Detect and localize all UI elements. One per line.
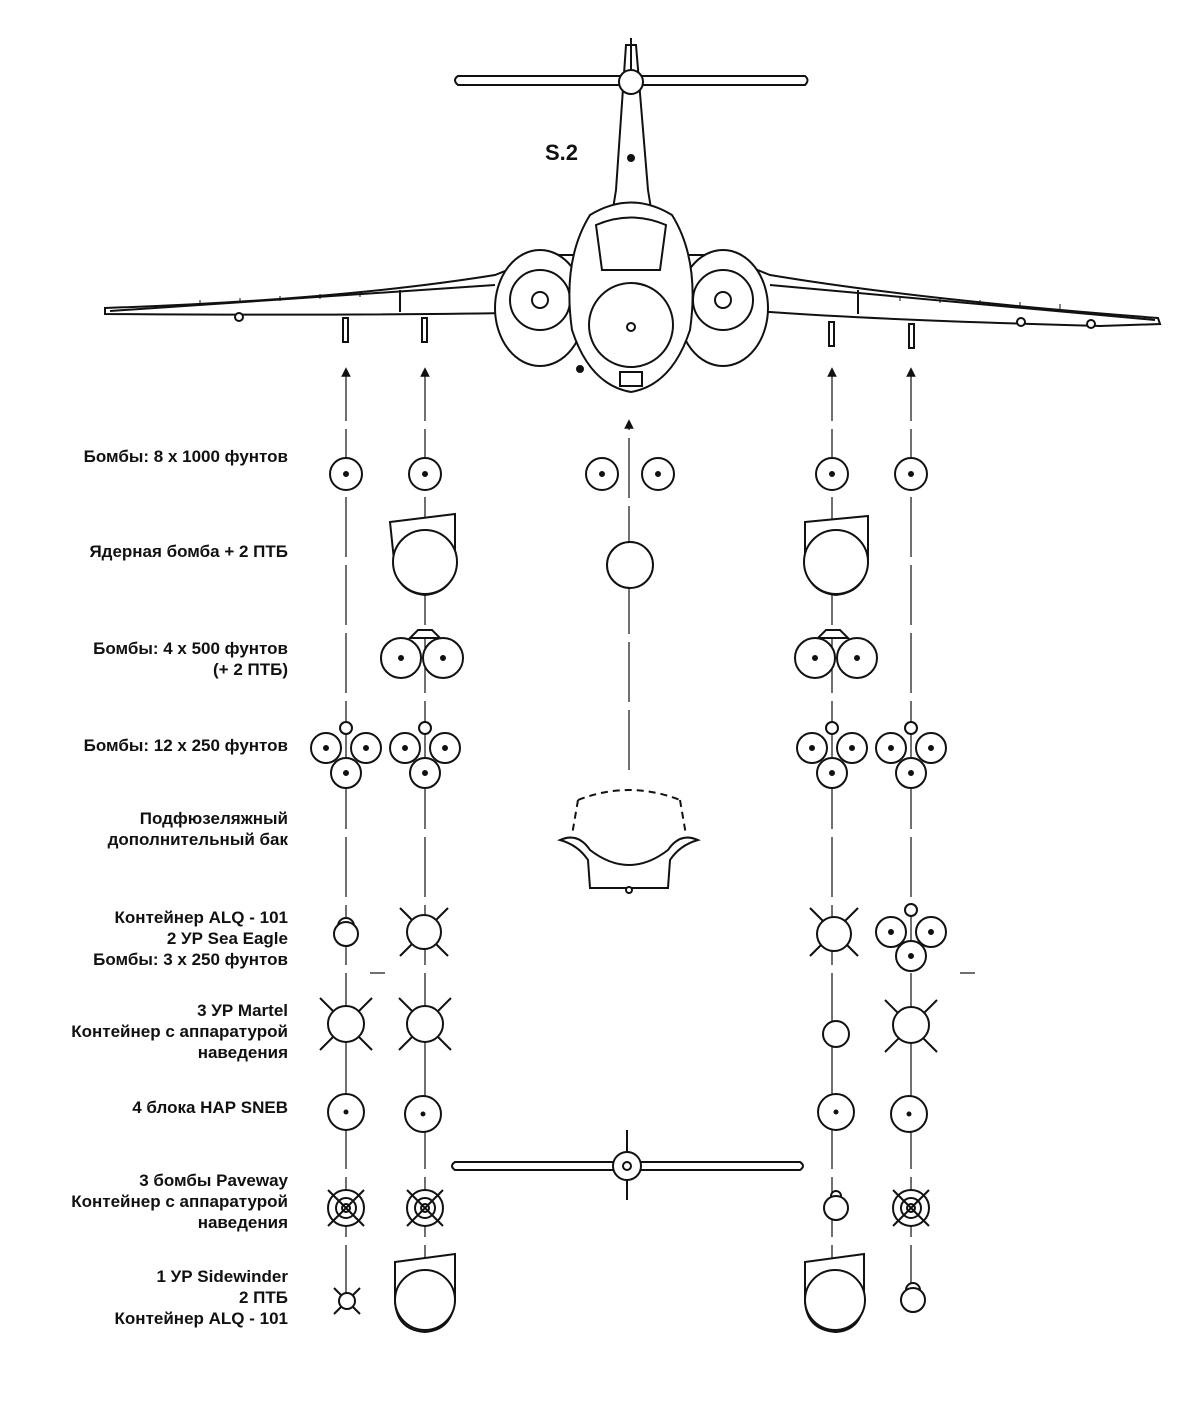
row-paveway <box>327 1189 930 1227</box>
label-sneb: 4 блока НАР SNEB <box>132 1098 288 1117</box>
label-paveway: 3 бомбы Paveway Контейнер с аппаратурой … <box>71 1171 288 1232</box>
label-bombs-1000: Бомбы: 8 х 1000 фунтов <box>83 447 288 466</box>
aircraft-designation: S.2 <box>545 140 579 165</box>
row-ventral-tank <box>557 789 701 894</box>
row-bombs-250 <box>310 721 947 789</box>
stores <box>310 457 947 1334</box>
label-nuclear: Ядерная бомба + 2 ПТБ <box>89 542 288 561</box>
label-sidewinder: 1 УР Sidewinder 2 ПТБ Контейнер ALQ - 10… <box>114 1267 288 1328</box>
station-lines <box>341 367 975 1305</box>
label-bombs-500: Бомбы: 4 х 500 фунтов (+ 2 ПТБ) <box>93 639 288 679</box>
row-nuclear <box>388 512 869 597</box>
label-sea-eagle: Контейнер ALQ - 101 2 УР Sea Eagle Бомбы… <box>93 908 288 969</box>
row-sea-eagle <box>333 903 947 972</box>
label-ventral-tank: Подфюзеляжный дополнительный бак <box>107 809 288 849</box>
aircraft-front-view <box>104 38 1162 394</box>
row-martel <box>319 997 938 1053</box>
label-martel: 3 УР Martel Контейнер с аппаратурой наве… <box>71 1001 288 1062</box>
row-sneb <box>327 1093 928 1133</box>
row-bombs-500 <box>380 629 878 679</box>
row-bombs-1000 <box>329 457 928 491</box>
label-bombs-250: Бомбы: 12 х 250 фунтов <box>83 736 288 755</box>
row-sidewinder <box>333 1252 926 1334</box>
aircraft-rear-view <box>451 1130 804 1200</box>
